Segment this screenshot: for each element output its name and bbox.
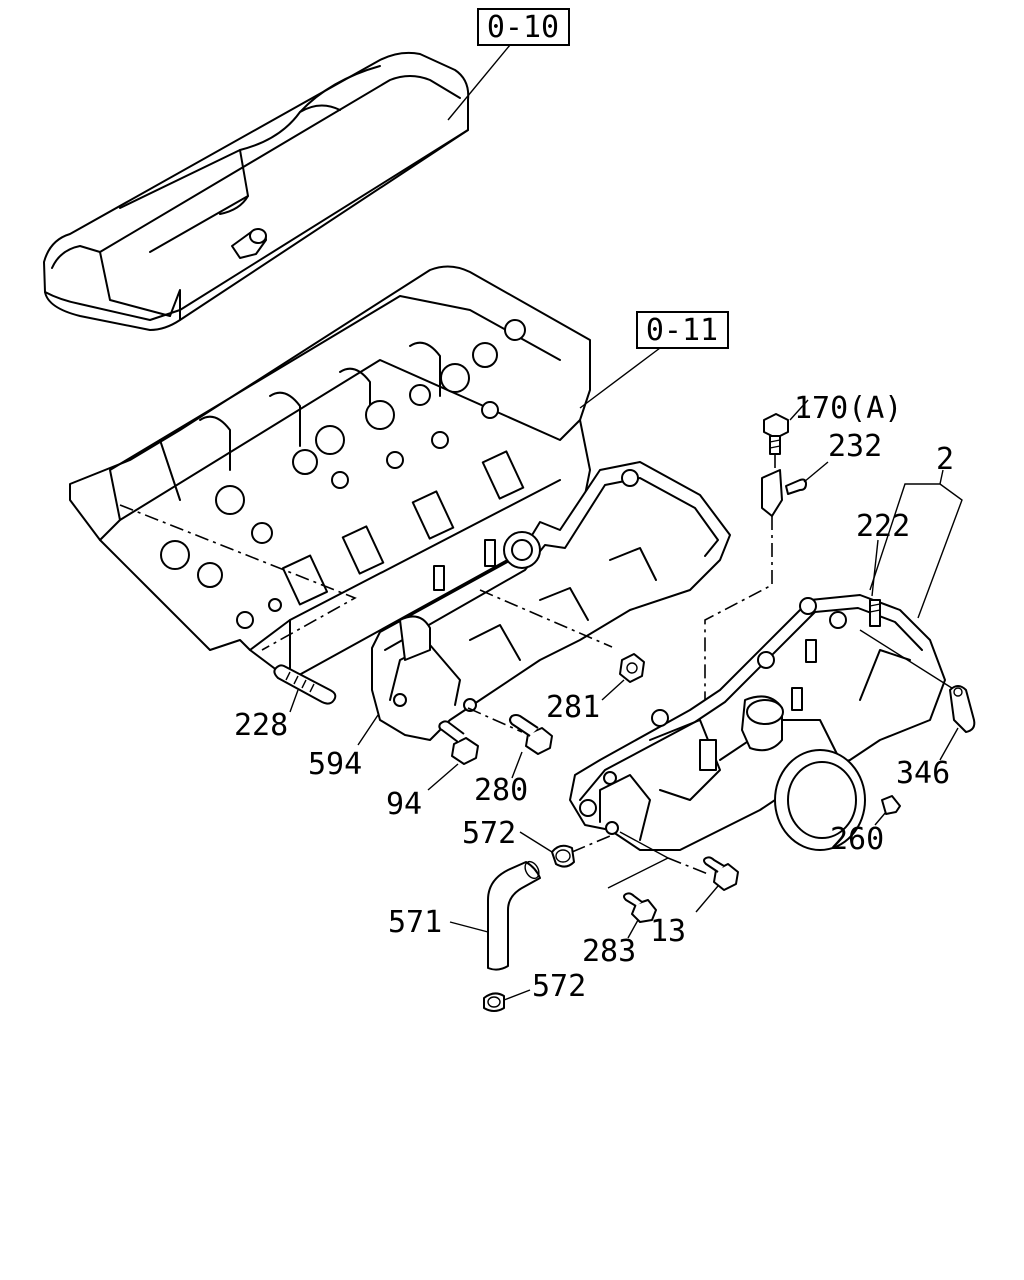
reference-label-0-10: 0-10: [487, 10, 559, 45]
cylinder-head-cover: [43, 51, 470, 331]
leader-2: [939, 469, 944, 485]
leader-594: [357, 714, 379, 746]
hose-571: [487, 860, 541, 971]
callout-222[interactable]: 222: [856, 509, 910, 544]
bolt-13-dash: [667, 857, 709, 875]
callout-572-lower[interactable]: 572: [532, 969, 586, 1004]
callout-280[interactable]: 280: [474, 773, 528, 808]
callout-594[interactable]: 594: [308, 747, 362, 782]
callout-228[interactable]: 228: [234, 708, 288, 743]
clamp-572-lower: [483, 992, 505, 1012]
callout-2[interactable]: 2: [936, 442, 954, 477]
leader-222: [871, 539, 879, 597]
bolt-280: [509, 714, 553, 755]
callout-572-upper[interactable]: 572: [462, 816, 516, 851]
leader-13: [695, 885, 719, 913]
leader-571: [449, 921, 489, 933]
bracket-2: [869, 483, 963, 619]
leader-346: [939, 727, 959, 761]
callout-94[interactable]: 94: [386, 787, 422, 822]
gasket-222-stud: [869, 599, 881, 627]
reference-label-0-11: 0-11: [646, 313, 718, 348]
callout-170a[interactable]: 170(A): [794, 391, 902, 426]
leader-0-10: [447, 44, 511, 121]
nut-281: [619, 653, 645, 683]
leader-572b: [503, 989, 531, 1001]
bolt-94: [438, 720, 479, 765]
leader-281: [601, 679, 625, 701]
leader-260: [874, 811, 887, 826]
leader-0-11: [579, 347, 661, 409]
bracket-232: [761, 469, 807, 517]
leader-228: [289, 689, 299, 713]
leader-283: [627, 919, 639, 939]
sensor-260: [881, 795, 901, 815]
leader-94: [427, 763, 459, 791]
leader-572a: [519, 831, 553, 853]
bolt-dash-2: [704, 516, 773, 750]
leader-346-ext: [859, 629, 956, 691]
callout-13[interactable]: 13: [650, 914, 686, 949]
bolt-283: [623, 892, 657, 923]
reference-box-0-10[interactable]: 0-10: [477, 8, 570, 46]
clip-346: [949, 685, 976, 733]
reference-box-0-11[interactable]: 0-11: [636, 311, 729, 349]
cylinder-head: [69, 265, 591, 681]
leader-232: [803, 461, 829, 483]
callout-283[interactable]: 283: [582, 934, 636, 969]
manifold-dash-1: [479, 589, 613, 648]
clamp-572-upper: [551, 844, 575, 868]
callout-232[interactable]: 232: [828, 429, 882, 464]
callout-281[interactable]: 281: [546, 690, 600, 725]
intake-manifold-assembly-2: [569, 594, 946, 851]
leader-170a: [789, 399, 809, 421]
leader-280: [511, 751, 523, 779]
stud-228: [273, 664, 337, 705]
bolt-170a: [763, 413, 789, 455]
bolt-13: [703, 856, 739, 891]
callout-571[interactable]: 571: [388, 905, 442, 940]
callout-346[interactable]: 346: [896, 756, 950, 791]
intake-manifold-594: [371, 461, 731, 741]
callout-260[interactable]: 260: [830, 822, 884, 857]
bolt-280-dash: [467, 707, 523, 733]
head-dash-outline: [119, 504, 357, 651]
clamp-dash: [571, 835, 611, 853]
